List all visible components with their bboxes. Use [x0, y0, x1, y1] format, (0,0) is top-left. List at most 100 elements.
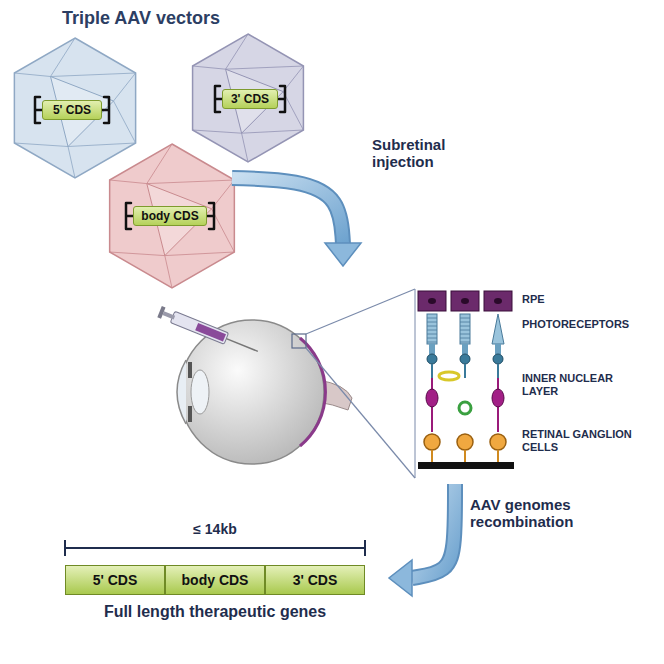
disc-stroke — [460, 334, 470, 335]
segment-text: 5' CDS — [53, 103, 91, 117]
disc-stroke — [460, 338, 470, 339]
retina-layer — [300, 338, 325, 446]
syringe — [157, 306, 260, 357]
disc-stroke — [460, 342, 470, 343]
disc-stroke — [460, 322, 470, 323]
ganglion-axon — [431, 450, 433, 462]
disc-stroke — [460, 330, 470, 331]
bipolar-cell — [492, 389, 504, 407]
capsid-edge — [51, 38, 76, 77]
capsid-edge — [165, 256, 172, 288]
itr-bracket — [35, 97, 42, 123]
syringe-barrel — [170, 311, 228, 344]
cone-outer-segment — [492, 314, 504, 344]
capsid-outline — [193, 34, 304, 162]
capsid-edge — [147, 144, 172, 184]
segment-text: 3' CDS — [293, 572, 338, 588]
inner-segment — [495, 344, 501, 354]
title: Triple AAV vectors — [62, 8, 220, 29]
rpe-cell — [418, 291, 446, 311]
arrow-outline — [232, 178, 343, 244]
capsid-edge — [14, 143, 68, 147]
disc-stroke — [427, 322, 437, 323]
amacrine-cell — [459, 402, 471, 414]
inner-segment — [429, 344, 435, 354]
bipolar-cell — [426, 389, 438, 407]
capsid-purple — [193, 34, 304, 162]
ganglion-axon — [497, 450, 499, 462]
arrow-head — [325, 243, 361, 266]
iris — [188, 362, 192, 378]
capsid-facet — [51, 77, 114, 147]
rpe-cell — [484, 291, 512, 311]
capsid-blue — [14, 38, 135, 178]
rod-outer-segment — [460, 314, 470, 344]
eye-illustration — [157, 289, 415, 478]
capsid-group — [14, 34, 303, 288]
iris — [188, 406, 192, 422]
lens — [191, 370, 209, 414]
photoreceptor-nucleus — [427, 354, 437, 364]
ganglion-cell — [490, 434, 506, 450]
arrow-head — [389, 560, 412, 596]
capsid-edge — [68, 143, 136, 147]
itr-bracket — [102, 97, 109, 123]
photoreceptor-nucleus — [493, 354, 503, 364]
inner-segment — [462, 344, 468, 354]
syringe-plunger — [157, 306, 165, 319]
capsid-outline — [14, 38, 135, 178]
zoom-line — [306, 348, 415, 478]
step-label: AAV genomes recombination — [470, 496, 600, 531]
capsid-edge — [68, 147, 75, 179]
zoom-line — [306, 289, 415, 334]
layer-label: PHOTORECEPTORS — [522, 318, 642, 331]
disc-stroke — [427, 342, 437, 343]
rpe-nucleus — [428, 298, 436, 304]
gene-segment: body CDS — [165, 565, 265, 595]
photoreceptor-axon — [431, 364, 433, 378]
segment-text: body CDS — [182, 572, 249, 588]
ganglion-axon — [464, 450, 466, 462]
gene-segment: 5' CDS — [65, 565, 165, 595]
ganglion-cell — [457, 434, 473, 450]
capsid-edge — [242, 133, 248, 162]
itr-bracket — [278, 86, 285, 112]
disc-stroke — [427, 330, 437, 331]
syringe-plunger — [163, 311, 176, 319]
capsid-edge — [242, 130, 304, 133]
capsid-edge — [193, 66, 226, 69]
rpe-nucleus — [494, 298, 502, 304]
arrow-shaft — [412, 484, 455, 578]
size-bracket — [65, 540, 365, 556]
size-label: ≤ 14kb — [155, 521, 275, 537]
itr-group — [35, 86, 285, 229]
syringe-needle — [226, 339, 258, 352]
layer-label: INNER NUCLEAR LAYER — [522, 372, 642, 397]
rpe-cell — [451, 291, 479, 311]
segment-text: body CDS — [141, 209, 198, 223]
capsid-outline — [110, 144, 235, 288]
zoom-box — [292, 334, 306, 348]
capsid-edge — [226, 34, 248, 69]
disc-stroke — [427, 334, 437, 335]
layer-label: RPE — [522, 293, 642, 306]
capsid-edge — [193, 130, 242, 133]
capsid-edge — [51, 73, 136, 77]
layer-label: RETINAL GANGLION CELLS — [522, 428, 642, 453]
horizontal-cell — [439, 372, 459, 380]
arrow-outline — [412, 484, 455, 578]
capsid-pink — [110, 144, 235, 288]
retina-illustration — [415, 289, 514, 478]
segment-text: 5' CDS — [93, 572, 138, 588]
nerve-fibre-layer — [418, 462, 514, 469]
disc-stroke — [427, 318, 437, 319]
photoreceptor-axon — [497, 364, 499, 378]
segment-text: 3' CDS — [231, 92, 269, 106]
capsid-edge — [165, 252, 235, 256]
arrow-shaft — [232, 178, 343, 244]
panel-edge — [415, 289, 416, 478]
cds-cassette: 3' CDS — [222, 89, 278, 109]
gene-segment: 3' CDS — [265, 565, 365, 595]
itr-bracket — [126, 203, 133, 229]
